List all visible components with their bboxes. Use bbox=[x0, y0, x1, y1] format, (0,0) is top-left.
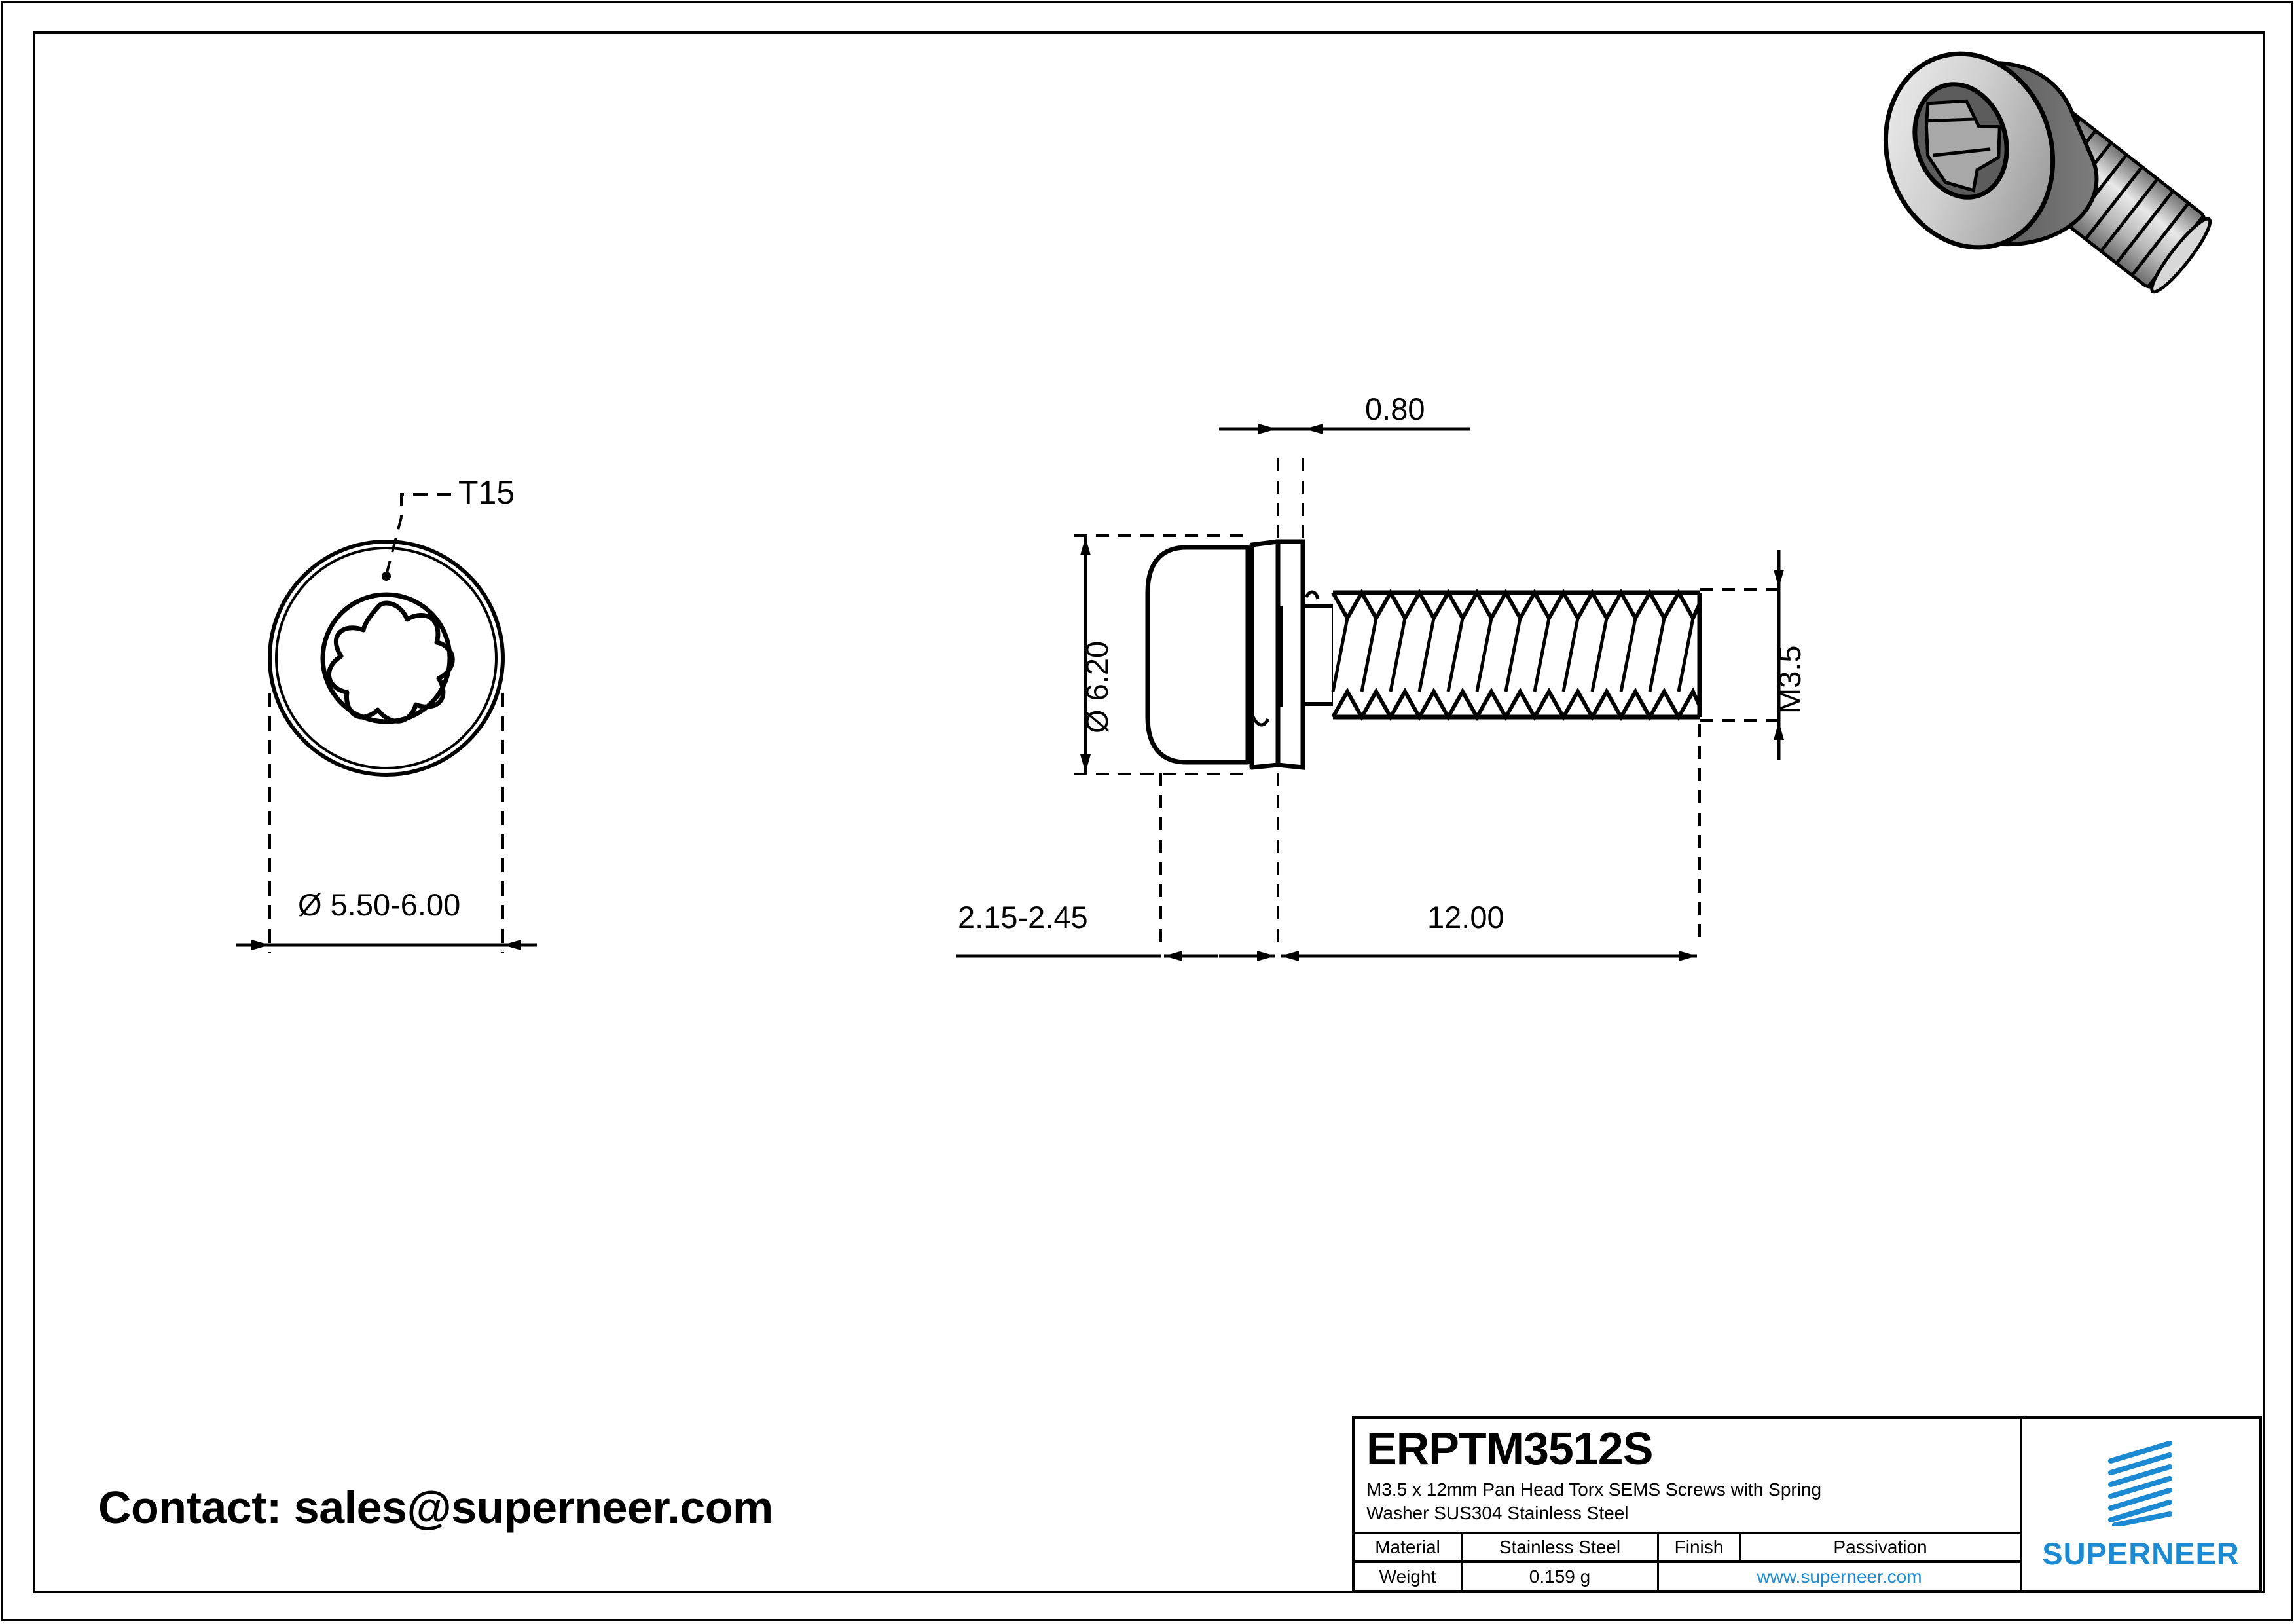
torx-star-profile bbox=[326, 600, 455, 724]
material-label: Material bbox=[1355, 1534, 1463, 1560]
finish-value: Passivation bbox=[1833, 1537, 1927, 1557]
thread-helix-lines bbox=[1331, 618, 1695, 692]
weight-label: Weight bbox=[1355, 1563, 1463, 1590]
drawing-frame bbox=[33, 31, 2265, 1593]
t15-leader-line bbox=[385, 493, 458, 576]
weight-value: 0.159 g bbox=[1463, 1563, 1659, 1590]
dim-thread-size-label: M3.5 bbox=[1772, 645, 1807, 714]
title-block-info: ERPTM3512S M3.5 x 12mm Pan Head Torx SEM… bbox=[1355, 1419, 2022, 1590]
title-block-header: ERPTM3512S M3.5 x 12mm Pan Head Torx SEM… bbox=[1355, 1419, 2020, 1534]
website-link[interactable]: www.superneer.com bbox=[1757, 1566, 1922, 1587]
dim-washer-thickness-label: 0.80 bbox=[1365, 392, 1425, 426]
finish-label: Finish bbox=[1659, 1534, 1741, 1560]
contact-line: Contact: sales@superneer.com bbox=[98, 1482, 773, 1533]
dim-head-diameter bbox=[1074, 534, 1244, 775]
dim-thread-length-label: 12.00 bbox=[1427, 900, 1504, 934]
weight-row: Weight 0.159 g www.superneer.com bbox=[1355, 1563, 2020, 1590]
dim-head-washer-label: 2.15-2.45 bbox=[958, 900, 1088, 934]
dim-head-height-label: Ø 6.20 bbox=[1080, 640, 1114, 733]
brand-wordmark: SUPERNEER bbox=[2042, 1536, 2240, 1571]
material-value: Stainless Steel bbox=[1463, 1534, 1659, 1560]
pan-head-outline bbox=[1145, 545, 1250, 765]
leader-dot bbox=[382, 572, 391, 581]
description-line-1: M3.5 x 12mm Pan Head Torx SEMS Screws wi… bbox=[1366, 1479, 1822, 1500]
dim-head-diameter-label: Ø 5.50-6.00 bbox=[298, 887, 461, 922]
description-line-2: Washer SUS304 Stainless Steel bbox=[1366, 1502, 1629, 1523]
dim-bottom-group bbox=[956, 724, 1701, 961]
brand-logo-cell: SUPERNEER bbox=[2022, 1419, 2259, 1590]
dim-washer-thickness bbox=[1219, 424, 1470, 550]
side-view-group bbox=[956, 424, 1787, 961]
superneer-logo-icon bbox=[2108, 1440, 2172, 1526]
part-number: ERPTM3512S bbox=[1366, 1423, 1653, 1474]
t15-callout-label: T15 bbox=[458, 474, 515, 511]
dim-thread-size bbox=[1700, 550, 1787, 760]
isometric-screw bbox=[1883, 51, 2212, 294]
title-block: ERPTM3512S M3.5 x 12mm Pan Head Torx SEM… bbox=[1352, 1416, 2262, 1593]
spring-washer-outline bbox=[1249, 539, 1281, 770]
material-row: Material Stainless Steel Finish Passivat… bbox=[1355, 1534, 2020, 1563]
top-view-group bbox=[236, 493, 537, 953]
